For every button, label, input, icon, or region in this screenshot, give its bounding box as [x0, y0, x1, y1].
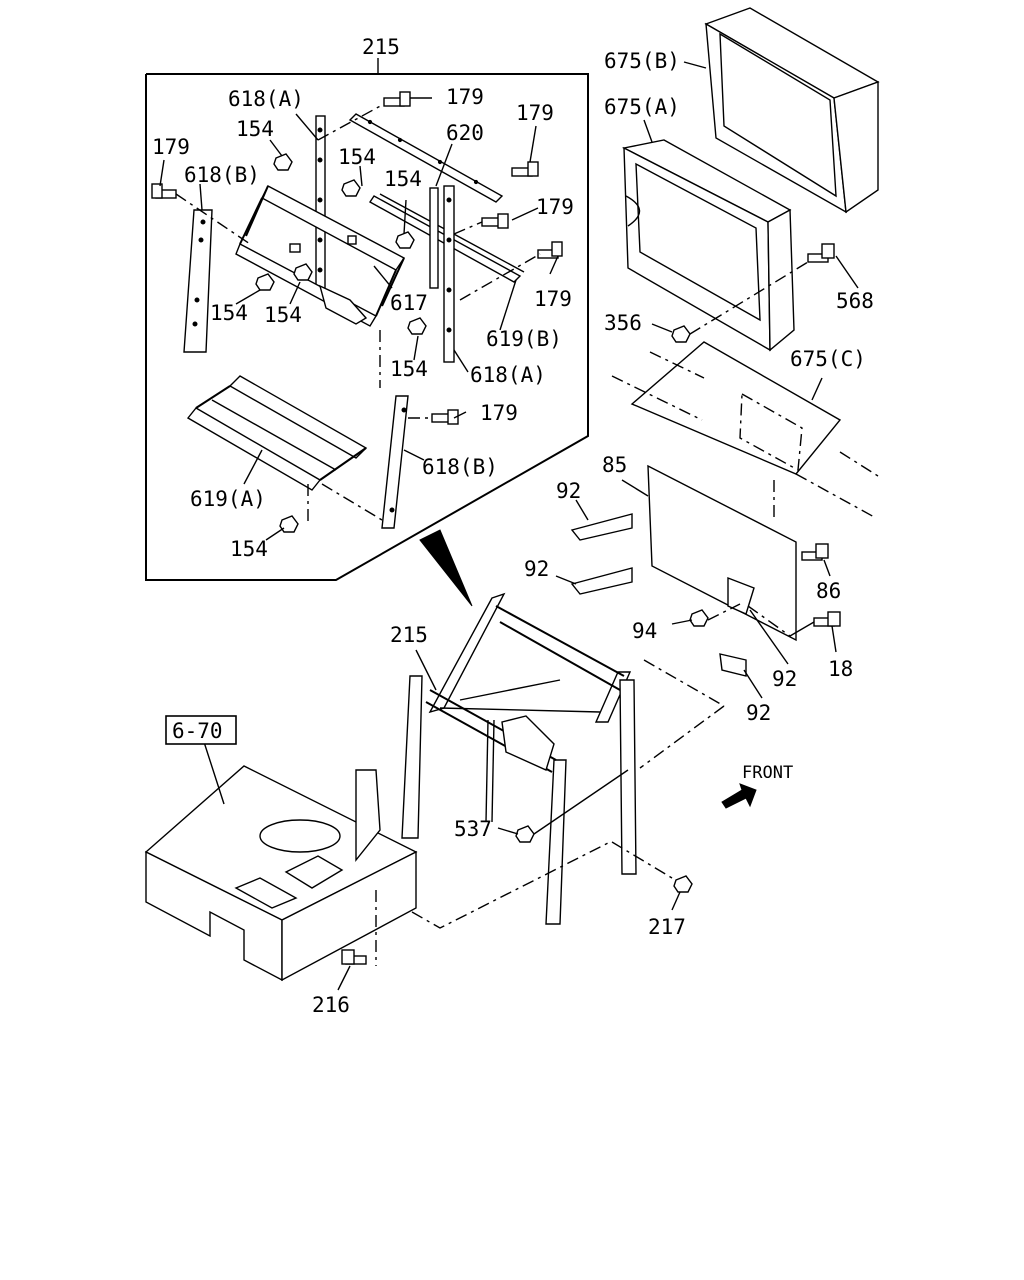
callout-154: 154	[390, 357, 428, 381]
callout-179: 179	[516, 101, 554, 125]
nut-154-icon	[273, 153, 293, 171]
callout-537: 537	[454, 817, 492, 841]
callout-85: 85	[602, 453, 627, 477]
callout-217: 217	[648, 915, 686, 939]
nut-537-icon	[515, 825, 535, 843]
bolt-179-icon	[431, 409, 459, 425]
nut-154-icon	[279, 515, 299, 533]
callout-92: 92	[772, 667, 797, 691]
callout-18: 18	[828, 657, 853, 681]
callout-154: 154	[384, 167, 422, 191]
callout-675c: 675(C)	[790, 347, 866, 371]
frame-619a	[186, 375, 368, 491]
callout-618b: 618(B)	[184, 163, 260, 187]
callout-154: 154	[210, 301, 248, 325]
callout-675a: 675(A)	[604, 95, 680, 119]
callout-568: 568	[836, 289, 874, 313]
callout-179: 179	[152, 135, 190, 159]
cover-675c	[611, 341, 879, 519]
bracket-618a-upper	[315, 115, 326, 293]
leaders-inset	[159, 97, 559, 541]
plate-620	[348, 113, 504, 203]
callout-356: 356	[604, 311, 642, 335]
nut-356-icon	[671, 325, 691, 343]
callout-179: 179	[446, 85, 484, 109]
nut-154-icon	[293, 263, 313, 281]
callout-215-inset: 215	[362, 35, 400, 59]
callout-labels: 215 618(A) 179 154 179 620 179 154 618(B…	[152, 35, 874, 1017]
frame-617	[235, 185, 406, 327]
fasteners-right	[671, 243, 841, 627]
callout-617: 617	[390, 291, 428, 315]
callout-154: 154	[338, 145, 376, 169]
bracket-618b-left	[183, 209, 213, 353]
callout-179: 179	[534, 287, 572, 311]
callout-arrow-icon	[419, 529, 473, 607]
callout-92: 92	[556, 479, 581, 503]
callout-154: 154	[230, 537, 268, 561]
reference-6-70: 6-70	[172, 719, 223, 743]
nut-94-icon	[689, 609, 709, 627]
callout-216: 216	[312, 993, 350, 1017]
bolt-179-icon	[383, 91, 411, 107]
callout-86: 86	[816, 579, 841, 603]
nut-217-icon	[673, 875, 693, 893]
callout-675b: 675(B)	[604, 49, 680, 73]
bolt-18-icon	[813, 611, 841, 627]
nut-154-icon	[255, 273, 275, 291]
bracket-618a-lower	[429, 185, 455, 363]
frame-215-assembly	[401, 592, 637, 925]
callout-618a: 618(A)	[228, 87, 304, 111]
bolt-179-icon	[151, 183, 177, 199]
bolt-568-icon	[807, 243, 835, 263]
front-label: FRONT	[742, 763, 793, 783]
box-675b	[704, 7, 880, 214]
callout-618a: 618(A)	[470, 363, 546, 387]
leaders-right	[555, 61, 859, 769]
fasteners-bottom	[341, 825, 693, 965]
brackets-92	[570, 513, 755, 677]
box-675a	[621, 139, 795, 352]
bolt-179-icon	[537, 241, 563, 259]
reference-box	[165, 715, 237, 745]
bracket-618b-lower	[381, 395, 409, 529]
front-arrow-icon	[721, 783, 757, 809]
fasteners-inset	[151, 91, 563, 533]
callout-618b: 618(B)	[422, 455, 498, 479]
callout-154: 154	[264, 303, 302, 327]
callout-620: 620	[446, 121, 484, 145]
leaders-bottom	[203, 649, 681, 991]
callout-92: 92	[524, 557, 549, 581]
base-plate-6-70	[144, 765, 683, 982]
callout-619b: 619(B)	[486, 327, 562, 351]
callout-179: 179	[480, 401, 518, 425]
callout-92: 92	[746, 701, 771, 725]
plate-85	[647, 464, 797, 642]
callout-619a: 619(A)	[190, 487, 266, 511]
nut-154-icon	[341, 179, 361, 197]
bolt-86-icon	[801, 543, 829, 561]
callout-215-assembly: 215	[390, 623, 428, 647]
bolt-179-icon	[481, 213, 509, 229]
bolt-216-icon	[341, 949, 367, 965]
callout-94: 94	[632, 619, 657, 643]
nut-154-icon	[407, 317, 427, 335]
nut-154-icon	[395, 231, 415, 249]
callout-179: 179	[536, 195, 574, 219]
bolt-179-icon	[511, 161, 539, 177]
inset-frame	[145, 58, 589, 581]
callout-154: 154	[236, 117, 274, 141]
